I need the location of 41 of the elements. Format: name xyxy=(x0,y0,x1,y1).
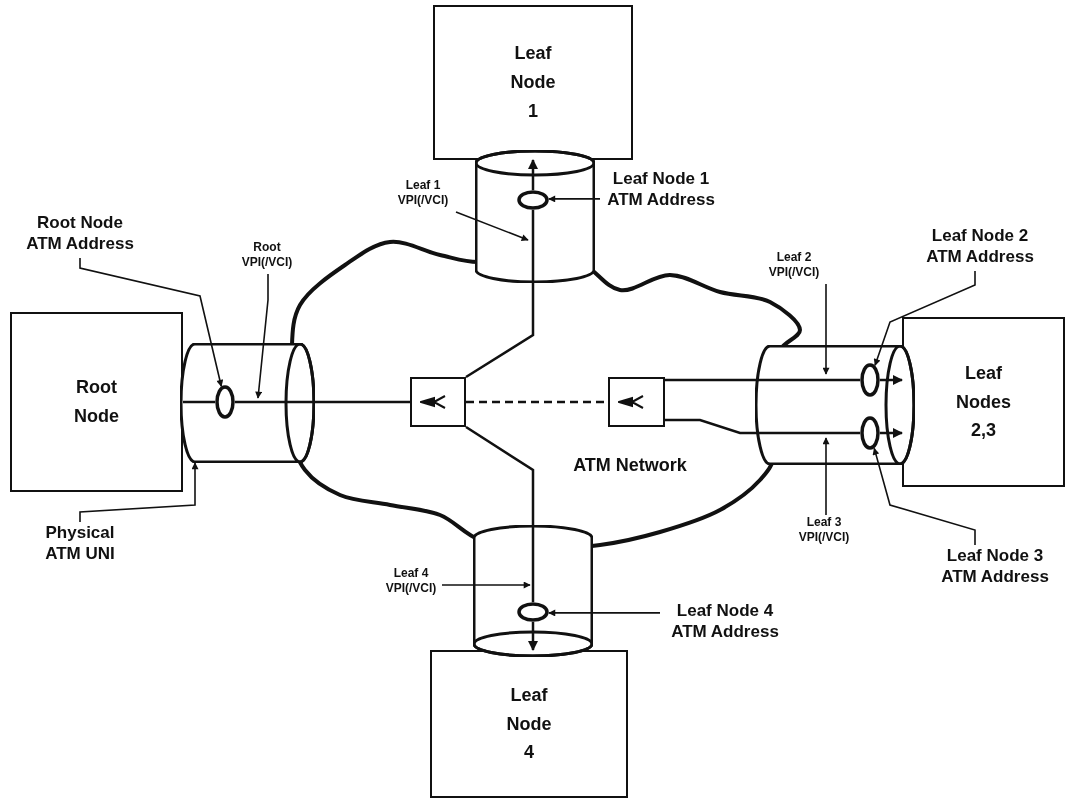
switch-box xyxy=(410,377,466,427)
callout-label: Leaf 3 VPI(/VCI) xyxy=(790,515,858,545)
leader-line xyxy=(79,257,224,388)
connection-line xyxy=(235,400,410,404)
leader-line xyxy=(548,195,601,203)
leader-line xyxy=(822,283,830,375)
callout-label: Leaf 4 VPI(/VCI) xyxy=(380,566,442,596)
leader-line xyxy=(455,211,529,241)
network-node-box xyxy=(902,317,1065,487)
node-label: Root Node xyxy=(73,376,120,428)
node-label: Leaf Nodes 2,3 xyxy=(955,361,1012,443)
callout-label: Leaf 1 VPI(/VCI) xyxy=(390,178,456,208)
connection-line xyxy=(528,622,538,651)
callout-label: Leaf Node 1 ATM Address xyxy=(600,168,722,211)
leader-line xyxy=(822,437,830,516)
leader-line xyxy=(872,447,976,546)
connection-line xyxy=(465,425,535,602)
callout-label: Leaf Node 4 ATM Address xyxy=(660,600,790,643)
connection-line xyxy=(880,428,903,438)
callout-label: Leaf Node 2 ATM Address xyxy=(915,225,1045,268)
node-label: Leaf Node 1 xyxy=(509,42,557,123)
leader-line xyxy=(873,270,976,367)
connection-line xyxy=(880,375,903,385)
connection-line xyxy=(465,210,535,379)
callout-label: Physical ATM UNI xyxy=(30,522,130,565)
connection-line xyxy=(183,400,215,404)
connection-line xyxy=(665,378,860,382)
leader-line xyxy=(548,609,661,617)
callout-label: Root Node ATM Address xyxy=(20,212,140,255)
leader-line xyxy=(79,462,199,523)
network-label: ATM Network xyxy=(572,454,688,477)
leader-line xyxy=(255,273,269,399)
switch-box xyxy=(608,377,665,427)
callout-label: Leaf 2 VPI(/VCI) xyxy=(760,250,828,280)
connection-line xyxy=(528,159,538,190)
callout-label: Root VPI(/VCI) xyxy=(232,240,302,270)
node-label: Leaf Node 4 xyxy=(505,683,553,765)
network-node-box xyxy=(430,650,628,798)
connection-line xyxy=(665,418,860,435)
leader-line xyxy=(441,581,531,589)
callout-label: Leaf Node 3 ATM Address xyxy=(930,545,1060,588)
